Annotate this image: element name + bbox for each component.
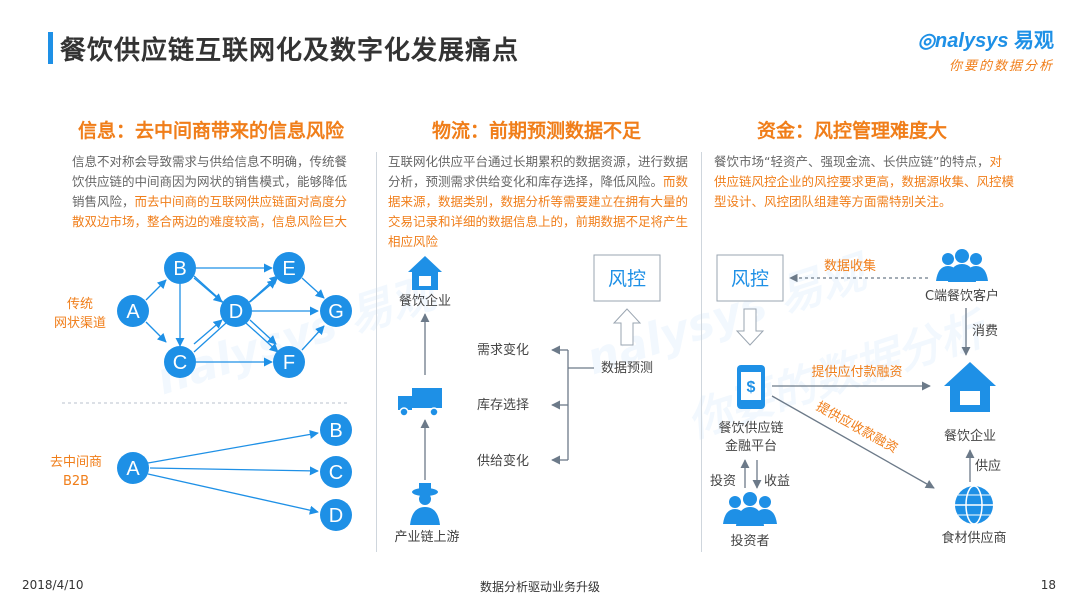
node-g-label: G [328,301,344,323]
c-end-customers-label: C端餐饮客户 [925,288,999,304]
investors-group-icon [723,492,777,526]
node-g [320,295,352,327]
section-desc-logistics: 互联网化供应平台通过长期累积的数据资源，进行数据分析，预测需求供给变化和库存选择… [388,152,694,252]
page-number: 18 [1040,578,1056,592]
network-nodes: A B C D E F G [117,252,352,378]
b2b-node-c-label: C [329,462,343,484]
data-collection-label: 数据收集 [824,258,876,274]
logistics-restaurant-label: 餐饮企业 [399,293,451,309]
node-b [164,252,196,284]
footer-slogan: 数据分析驱动业务升级 [479,580,600,594]
logo-slogan: 你要的数据分析 [948,59,1054,74]
restaurant-house-icon [408,256,442,290]
group-b2b-line1: 去中间商 [50,455,102,470]
logistics-upstream-label: 产业链上游 [394,530,459,545]
data-forecast-label: 数据预测 [601,361,653,376]
finance-risk-box [716,254,784,302]
finance-restaurant-house-icon [944,362,996,412]
title-accent-bar [48,32,53,64]
node-a [117,295,149,327]
section-desc-info: 信息不对称会导致需求与供给信息不明确，传统餐饮供应链的中间商因为网状的销售模式，… [72,152,358,232]
logistics-risk-label: 风控 [608,268,646,290]
b2b-node-a-label: A [126,458,140,480]
group-traditional-line2: 网状渠道 [54,316,106,331]
node-e-label: E [282,258,295,280]
returns-label: 收益 [764,474,790,489]
node-c [164,346,196,378]
globe-supplier-icon [955,485,993,525]
footer-date: 2018/4/10 [22,578,84,592]
desc-plain: 互联网化供应平台通过长期累积的数据资源，进行数据分析，预测需求供给变化和库存选择… [388,154,689,189]
platform-label-line1: 餐饮供应链 [718,420,783,436]
desc-plain: 餐饮市场“轻资产、强现金流、长供应链”的特点， [714,154,990,169]
invest-label: 投资 [710,473,736,489]
investors-label: 投资者 [730,533,769,549]
b2b-node-a [117,452,149,484]
b2b-node-c [320,456,352,488]
farmer-icon [410,483,440,525]
svg-text:$: $ [747,379,756,396]
finance-restaurant-label: 餐饮企业 [944,428,996,444]
finance-risk-label: 风控 [731,268,769,290]
payable-financing-label: 提供应付款融资 [811,364,902,380]
b2b-network [147,429,319,515]
desc-highlight: 而数据来源，数据类别，数据分析等需要建立在拥有大量的交易记录和详细的数据信息上的… [388,174,689,249]
page-title: 餐饮供应链互联网化及数字化发展痛点 [60,36,520,66]
node-a-label: A [126,301,140,323]
b2b-node-d-label: D [329,505,343,527]
node-f-label: F [283,352,295,374]
analysys-logo: ◎nalysys 易观 你要的数据分析 [918,24,1054,74]
node-f [273,346,305,378]
logo-wordmark: ◎nalysys 易观 [918,24,1054,53]
column-divider [701,152,702,552]
inventory-choice-label: 库存选择 [477,397,529,413]
demand-change-label: 需求变化 [477,342,529,358]
hollow-up-arrow-icon [612,308,642,346]
node-c-label: C [173,352,187,374]
section-title-logistics: 物流：前期预测数据不足 [432,120,642,142]
section-title-finance: 资金：风控管理难度大 [757,120,948,142]
desc-highlight: 对供应链风控企业的风控要求更高，数据源收集、风控模型设计、风控团队组建等方面需特… [714,154,1015,209]
logo-cn: 易观 [1014,28,1054,52]
logistics-risk-box [593,254,661,302]
desc-plain: 信息不对称会导致需求与供给信息不明确，传统餐饮供应链的中间商因为网状的销售模式，… [72,154,348,209]
b2b-node-d [320,499,352,531]
section-title-info: 信息：去中间商带来的信息风险 [78,120,345,142]
node-e [273,252,305,284]
forecast-bracket [551,345,594,465]
b2b-node-b [320,414,352,446]
food-supplier-label: 食材供应商 [941,530,1006,546]
b2b-node-b-label: B [329,420,342,442]
supply-change-label: 供给变化 [477,453,529,469]
logo-swirl-icon: ◎ [917,30,936,52]
group-b2b-line2: B2B [63,474,89,489]
customers-group-icon [936,249,988,282]
truck-icon [398,388,442,417]
group-traditional-line1: 传统 [67,297,93,312]
supply-label: 供应 [975,458,1001,474]
node-d [220,295,252,327]
finance-platform-phone-icon: $ [737,365,765,409]
column-divider [376,152,377,552]
hollow-down-arrow-icon [735,308,765,346]
consumption-label: 消费 [972,324,998,339]
node-b-label: B [173,258,186,280]
platform-label-line2: 金融平台 [725,438,777,454]
logo-brand: nalysys [935,30,1009,52]
section-desc-finance: 餐饮市场“轻资产、强现金流、长供应链”的特点，对供应链风控企业的风控要求更高，数… [714,152,1014,212]
desc-highlight: 而去中间商的互联网供应链面对高度分散双边市场，整合两边的难度较高，信息风险巨大 [72,194,348,229]
node-d-label: D [229,301,243,323]
receivable-financing-arrow [771,395,935,489]
